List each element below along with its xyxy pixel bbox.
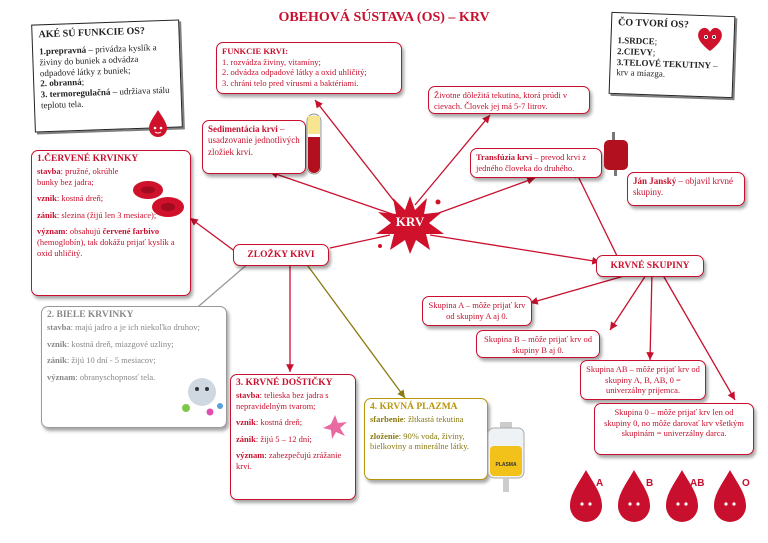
box-line: zánik: žijú 5 – 12 dní;	[236, 433, 312, 444]
box-heading: FUNKCIE KRVI:	[222, 46, 289, 56]
box-heading: 2. BIELE KRVINKY	[47, 310, 134, 320]
blood-bag-icon	[604, 132, 628, 176]
box-heading: 3. KRVNÉ DOŠTIČKY	[236, 378, 333, 388]
box-definition: Životne dôležitá tekutina, ktorá prúdi v…	[428, 86, 590, 114]
note-line: 3.TELOVÉ TEKUTINY – krv a miazga.	[616, 56, 718, 80]
note-line: 1.prepravná – privádza kyslík a živiny d…	[38, 42, 157, 78]
box-blood-plasma: 4. KRVNÁ PLAZMA sfarbenie: žltkastá teku…	[364, 398, 488, 480]
platelet-icon	[323, 415, 347, 439]
box-line: vznik: kostná dreň;	[236, 417, 303, 428]
box-heading: 4. KRVNÁ PLAZMA	[370, 402, 458, 412]
box-line: stavba: pružné, okrúhle bunky bez jadra;	[37, 165, 119, 187]
box-transfusion: Transfúzia krvi – prevod krvi z jedného …	[470, 148, 602, 178]
box-blood-groups[interactable]: KRVNÉ SKUPINY	[596, 255, 704, 277]
drop-label-b: B	[646, 478, 654, 489]
plasma-bag-icon	[487, 422, 525, 492]
box-line: stavba: telieska bez jadra s nepravideln…	[236, 389, 329, 411]
box-line: 2. odvádza odpadové látky a oxid uhličit…	[222, 67, 367, 78]
note-heading: AKÉ SÚ FUNKCIE OS?	[38, 25, 146, 41]
box-line: sfarbenie: žltkastá tekutina	[370, 413, 464, 424]
box-platelets: 3. KRVNÉ DOŠTIČKY stavba: telieska bez j…	[230, 374, 356, 500]
box-group-a: Skupina A – môže prijať krv od skupiny A…	[422, 296, 532, 326]
blood-splash-icon	[376, 196, 444, 254]
page-title: OBEHOVÁ SÚSTAVA (OS) – KRV	[278, 10, 490, 25]
box-white-blood-cells: 2. BIELE KRVINKY stavba: majú jadro a je…	[41, 306, 227, 428]
box-group-0: Skupina 0 – môže prijať krv len od skupi…	[594, 403, 754, 455]
box-line: význam: zabezpečujú zrážanie krvi.	[236, 450, 342, 471]
box-sedimentation: Sedimentácia krvi – usadzovanie jednotli…	[202, 120, 306, 174]
blood-drop-icon	[149, 110, 167, 137]
box-line: význam: obranyschopnosť tela.	[47, 371, 156, 382]
heart-icon	[698, 27, 722, 51]
box-jan-jansky: Ján Janský – objavil krvné skupiny.	[627, 172, 745, 206]
box-heading: 1.ČERVENÉ KRVINKY	[37, 154, 139, 164]
test-tube-icon	[306, 113, 322, 175]
box-line: vznik: kostná dreň;	[37, 193, 104, 204]
box-blood-components[interactable]: ZLOŽKY KRVI	[233, 244, 329, 266]
box-line: 1. rozvádza živiny, vitamíny;	[222, 56, 321, 67]
drops-icon	[570, 470, 746, 522]
box-line: 3. chráni telo pred vírusmi a baktériami…	[222, 77, 359, 88]
white-blood-cell-icon	[182, 378, 223, 416]
box-line: vznik: kostná dreň, miazgové uzliny;	[47, 338, 174, 349]
box-red-blood-cells: 1.ČERVENÉ KRVINKY stavba: pružné, okrúhl…	[31, 150, 191, 296]
red-blood-cells-icon	[133, 181, 184, 217]
box-line: význam: obsahujú červené farbivo (hemogl…	[37, 226, 175, 258]
box-line: stavba: majú jadro a je ich niekoľko dru…	[47, 321, 200, 332]
blood-type-drops: A B AB O	[564, 466, 764, 532]
center-label: KRV	[395, 214, 425, 229]
box-blood-functions: FUNKCIE KRVI: 1. rozvádza živiny, vitamí…	[216, 42, 402, 94]
box-line: zloženie: 90% voda, živiny, bielkoviny a…	[370, 430, 470, 452]
box-line: zánik: slezina (žijú len 3 mesiace);	[37, 209, 157, 220]
drop-label-a: A	[596, 478, 604, 489]
drop-label-o: O	[742, 478, 750, 489]
box-line: zánik: žijú 10 dní - 5 mesiacov;	[47, 355, 156, 366]
box-group-ab: Skupina AB – môže prijať krv od skupiny …	[580, 360, 706, 400]
box-group-b: Skupina B – môže prijať krv od skupiny B…	[476, 330, 600, 358]
plasma-bag-label: PLASMA	[495, 462, 517, 468]
drop-label-ab: AB	[690, 478, 705, 489]
